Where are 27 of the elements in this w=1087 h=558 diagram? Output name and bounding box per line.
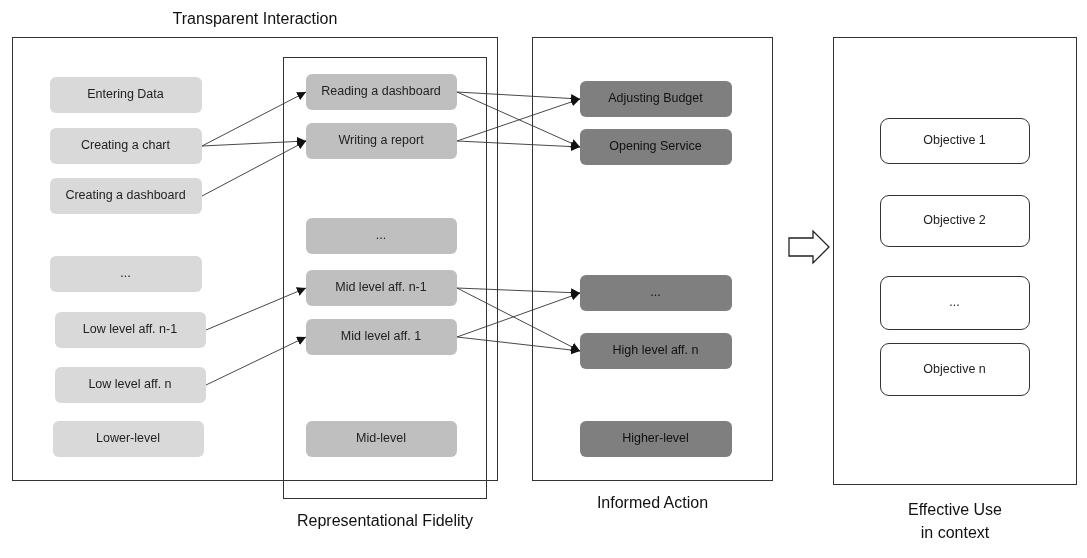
process-box: Mid level aff. n-1 — [305, 269, 457, 306]
group-heading: Representational Fidelity — [295, 512, 475, 530]
process-box: Opening Service — [579, 128, 732, 165]
process-box: Creating a chart — [49, 127, 202, 164]
objective-box: ... — [879, 275, 1030, 330]
process-box: Mid level aff. 1 — [305, 318, 457, 355]
process-box: Mid-level — [305, 420, 457, 457]
objective-box: Objective 2 — [879, 194, 1030, 247]
process-box: Low level aff. n — [54, 366, 206, 403]
process-box: Entering Data — [49, 76, 202, 113]
objective-box: Objective 1 — [879, 117, 1030, 164]
group-heading: Informed Action — [595, 494, 710, 512]
process-box: ... — [49, 255, 202, 292]
process-box: Creating a dashboard — [49, 177, 202, 214]
process-box: Higher-level — [579, 420, 732, 457]
process-box: Writing a report — [305, 122, 457, 159]
process-box: Low level aff. n-1 — [54, 311, 206, 348]
block-arrow — [788, 229, 830, 265]
process-box: Reading a dashboard — [305, 73, 457, 110]
group-heading: Effective Use in context — [907, 500, 1003, 544]
process-box: High level aff. n — [579, 332, 732, 369]
process-box: Lower-level — [52, 420, 204, 457]
process-box: ... — [305, 217, 457, 254]
process-box: Adjusting Budget — [579, 80, 732, 117]
process-box: ... — [579, 274, 732, 311]
objective-box: Objective n — [879, 342, 1030, 396]
group-heading: Transparent Interaction — [171, 10, 339, 28]
